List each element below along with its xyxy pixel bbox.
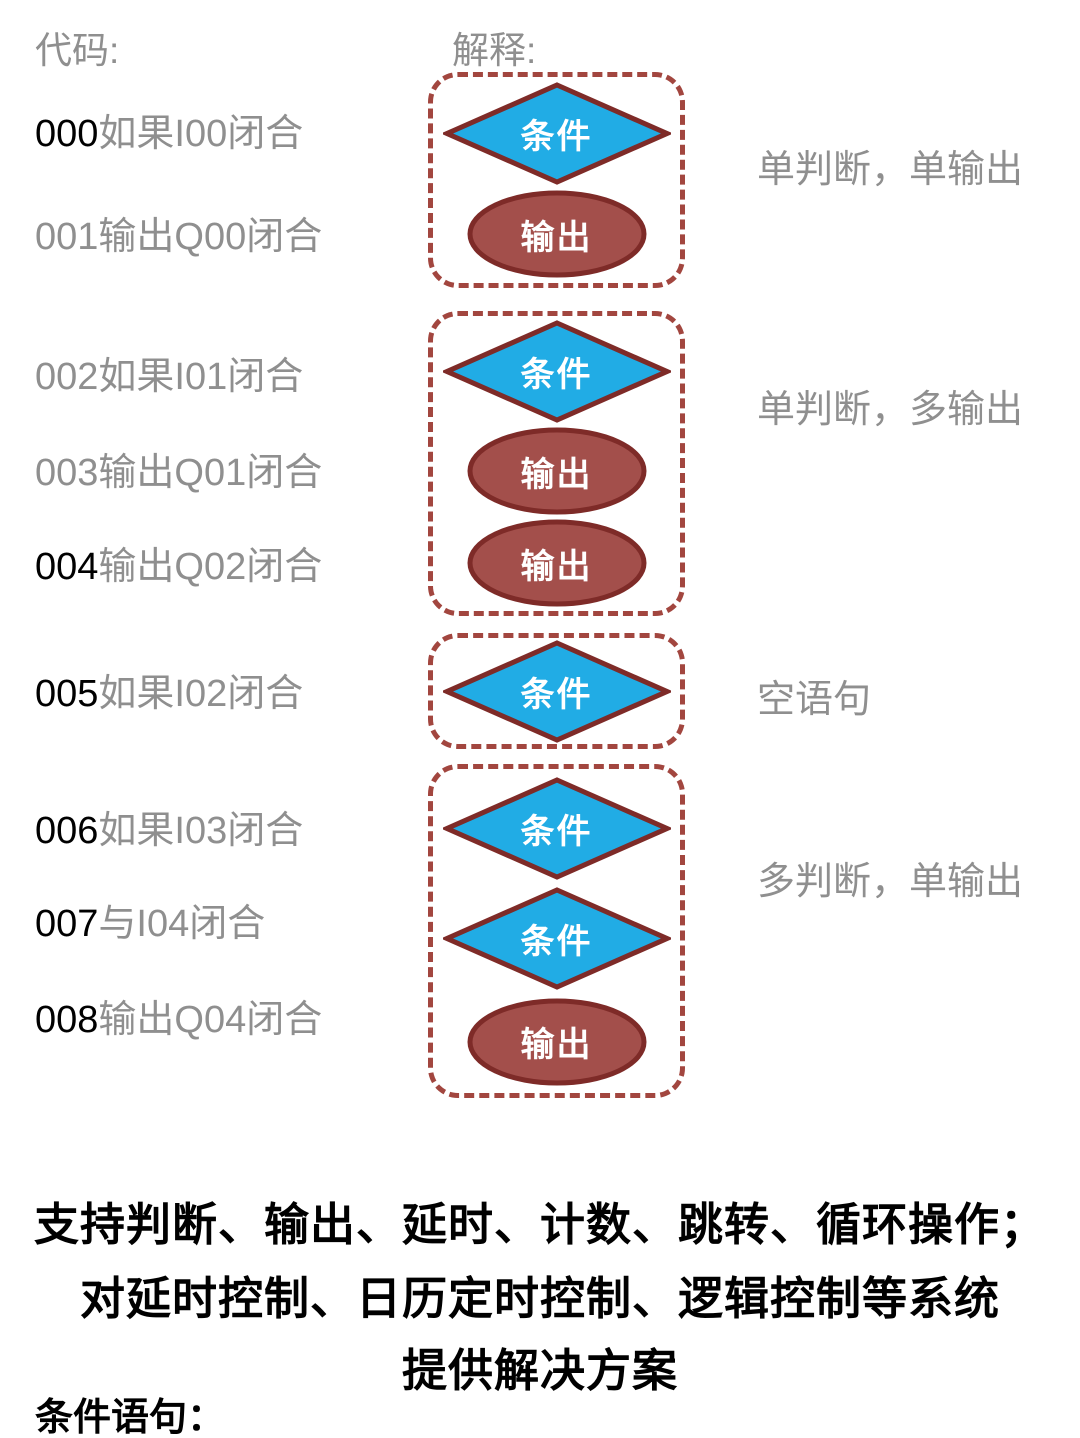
section-label: 条件语句： (35, 1397, 226, 1438)
code-line-text: 输出Q00闭合 (98, 216, 323, 258)
code-line-number: 003 (35, 452, 99, 494)
condition-label: 条件 (520, 356, 593, 394)
flow-group-1: 条件输出 (428, 72, 685, 288)
condition-diamond: 条件 (442, 776, 671, 880)
condition-label: 条件 (520, 118, 593, 156)
code-line-number: 008 (35, 999, 99, 1041)
code-line-number: 006 (35, 810, 99, 852)
condition-diamond: 条件 (442, 320, 671, 423)
condition-diamond: 条件 (442, 887, 671, 990)
code-line: 004输出Q02闭合 (35, 546, 322, 588)
condition-diamond: 条件 (442, 82, 671, 185)
output-label: 输出 (520, 218, 593, 257)
code-line: 005如果I02闭合 (35, 673, 303, 715)
code-line: 003输出Q01闭合 (35, 452, 322, 494)
code-line-text: 输出Q01闭合 (98, 452, 323, 494)
condition-label: 条件 (520, 923, 593, 961)
code-line-number: 007 (35, 903, 99, 945)
footer-line-3: 提供解决方案 (401, 1345, 678, 1396)
explain-column-header: 解释: (452, 30, 537, 71)
output-label: 输出 (520, 455, 593, 494)
code-line: 002如果I01闭合 (35, 356, 303, 398)
code-line-text: 输出Q04闭合 (98, 999, 323, 1041)
group-explanation-label: 空语句 (757, 679, 872, 721)
condition-diamond: 条件 (442, 639, 671, 743)
code-line-number: 000 (35, 113, 99, 155)
code-line-text: 如果I01闭合 (98, 356, 304, 398)
code-line-number: 004 (35, 546, 99, 588)
code-line: 000如果I00闭合 (35, 113, 303, 155)
code-line-number: 005 (35, 673, 99, 715)
code-line-text: 与I04闭合 (98, 903, 266, 945)
code-line: 007与I04闭合 (35, 903, 265, 945)
code-line-text: 如果I02闭合 (98, 673, 304, 715)
code-line-text: 输出Q02闭合 (98, 546, 323, 588)
code-line-number: 001 (35, 216, 99, 258)
group-explanation-label: 多判断，单输出 (757, 861, 1024, 903)
footer-line-1: 支持判断、输出、延时、计数、跳转、循环操作； (33, 1199, 1046, 1250)
group-explanation-label: 单判断，单输出 (757, 149, 1024, 191)
code-line: 001输出Q00闭合 (35, 216, 322, 258)
code-line: 008输出Q04闭合 (35, 999, 322, 1041)
output-ellipse: 输出 (467, 998, 647, 1086)
output-ellipse: 输出 (467, 427, 647, 515)
code-column-header: 代码: (35, 30, 120, 71)
code-line-text: 如果I03闭合 (98, 810, 304, 852)
flow-group-2: 条件输出输出 (428, 311, 685, 616)
output-label: 输出 (520, 1026, 593, 1064)
group-explanation-label: 单判断，多输出 (757, 389, 1024, 431)
code-line-text: 如果I00闭合 (98, 113, 304, 155)
output-label: 输出 (520, 547, 593, 586)
footer-line-2: 对延时控制、日历定时控制、逻辑控制等系统 (79, 1273, 1000, 1324)
output-ellipse: 输出 (467, 190, 647, 278)
code-line: 006如果I03闭合 (35, 810, 303, 852)
flow-group-3: 条件 (428, 633, 685, 749)
flow-group-4: 条件条件输出 (428, 764, 685, 1098)
code-line-number: 002 (35, 356, 99, 398)
condition-label: 条件 (520, 675, 593, 714)
output-ellipse: 输出 (467, 519, 647, 607)
condition-label: 条件 (520, 812, 593, 851)
